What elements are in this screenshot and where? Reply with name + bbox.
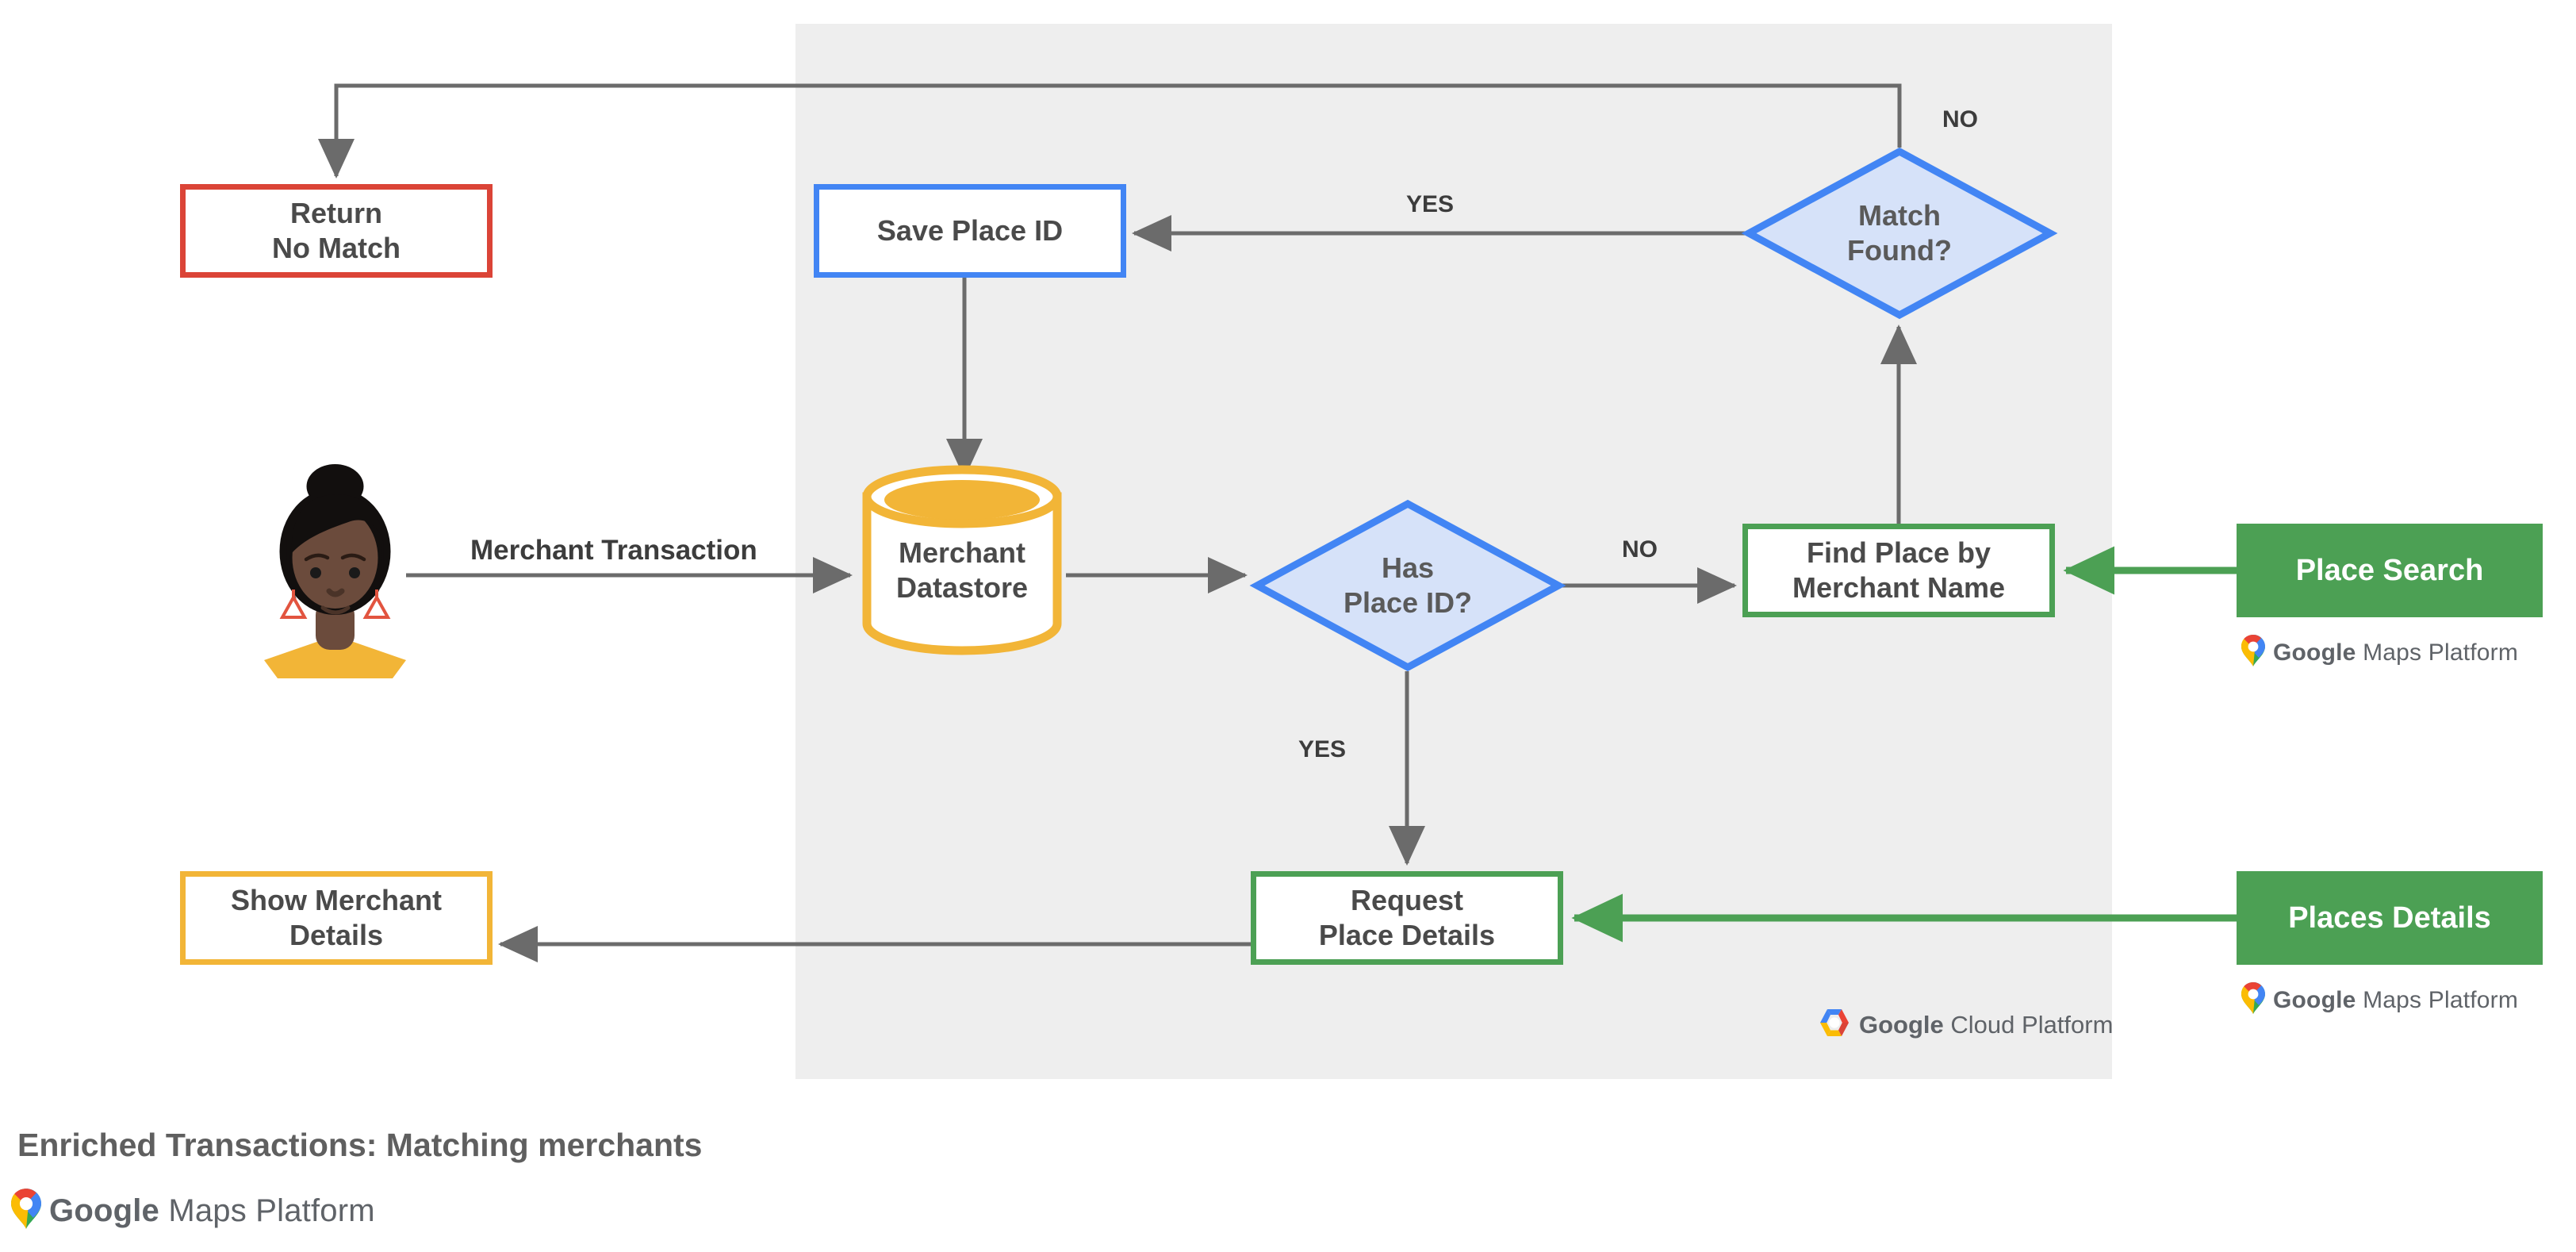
node-match-found[interactable]: Match Found? <box>1741 147 2058 320</box>
wordmark-maps-platform: Maps Platform <box>168 1192 375 1228</box>
diagram-caption: Enriched Transactions: Matching merchant… <box>17 1127 703 1163</box>
google-maps-platform-wordmark: Google Maps Platform <box>49 1193 375 1229</box>
google-maps-platform-wordmark: Google Maps Platform <box>2273 987 2518 1014</box>
google-maps-platform-logo-footer: Google Maps Platform <box>11 1189 375 1233</box>
edge-label-no-match-found: NO <box>1942 106 1978 132</box>
gcp-hexagon-icon <box>1819 1009 1850 1040</box>
google-maps-pin-icon <box>2241 982 2265 1018</box>
wordmark-cloud-platform: Cloud Platform <box>1950 1010 2114 1039</box>
node-has-place-id[interactable]: Has Place ID? <box>1249 499 1566 672</box>
edge-label-yes-match-found: YES <box>1406 191 1455 217</box>
merchant-customer-avatar <box>262 464 408 678</box>
edge-label-no-has-place-id: NO <box>1622 536 1658 563</box>
node-request-place-details[interactable]: Request Place Details <box>1251 871 1563 965</box>
wordmark-maps-platform: Maps Platform <box>2363 639 2519 666</box>
wordmark-maps-platform: Maps Platform <box>2363 986 2519 1013</box>
edge-label-merchant-transaction: Merchant Transaction <box>470 535 757 566</box>
google-maps-platform-logo-place-search: Google Maps Platform <box>2241 635 2518 670</box>
product-places-details[interactable]: Places Details <box>2237 871 2543 965</box>
google-cloud-platform-wordmark: Google Cloud Platform <box>1859 1011 2113 1039</box>
node-find-place-by-merchant-name[interactable]: Find Place by Merchant Name <box>1742 524 2055 617</box>
node-merchant-datastore[interactable]: Merchant Datastore <box>858 465 1066 655</box>
node-show-merchant-details[interactable]: Show Merchant Details <box>180 871 493 965</box>
google-maps-pin-icon <box>2241 635 2265 670</box>
node-save-place-id[interactable]: Save Place ID <box>814 184 1126 278</box>
google-maps-platform-logo-places-details: Google Maps Platform <box>2241 982 2518 1018</box>
google-cloud-platform-logo: Google Cloud Platform <box>1819 1009 2113 1040</box>
edge-label-yes-has-place-id: YES <box>1298 736 1347 762</box>
node-return-no-match[interactable]: Return No Match <box>180 184 493 278</box>
wordmark-google: Google <box>49 1192 159 1228</box>
wordmark-google: Google <box>2273 986 2356 1013</box>
google-maps-platform-wordmark: Google Maps Platform <box>2273 639 2518 666</box>
wordmark-google: Google <box>2273 639 2356 666</box>
google-maps-pin-icon <box>11 1189 41 1233</box>
product-place-search[interactable]: Place Search <box>2237 524 2543 617</box>
wordmark-google: Google <box>1859 1010 1944 1039</box>
